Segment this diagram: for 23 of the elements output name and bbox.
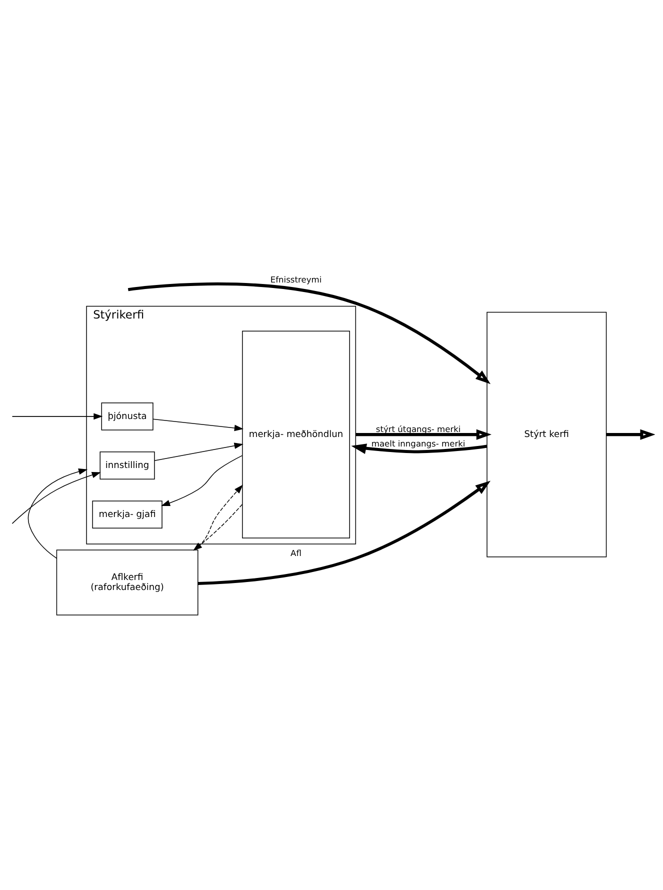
arrow xyxy=(128,282,491,384)
node-box: innstilling xyxy=(100,451,155,479)
edge-label: Efnisstreymi xyxy=(270,274,322,284)
node-box: merkja- gjafi xyxy=(92,500,162,528)
arrow xyxy=(194,484,244,550)
edge-label: maelt inngangs- merki xyxy=(371,438,466,448)
edge-label: stýrt útgangs- merki xyxy=(376,424,461,434)
arrow xyxy=(193,504,243,550)
arrow xyxy=(154,442,244,460)
arrow xyxy=(12,412,103,420)
arrow xyxy=(351,443,488,454)
arrow xyxy=(198,480,491,584)
arrow xyxy=(356,428,492,440)
arrow xyxy=(28,468,88,558)
arrow xyxy=(160,454,243,506)
node-box: Stýrt kerfi xyxy=(486,311,607,557)
node-box: Aflkerfi (raforkufaeðing) xyxy=(56,549,198,615)
arrow xyxy=(12,471,101,524)
arrow xyxy=(152,418,244,431)
node-box: þjónusta xyxy=(101,402,154,430)
node-box: merkja- meðhöndlun xyxy=(242,330,350,538)
edge-label: Afl xyxy=(290,547,302,558)
arrow xyxy=(606,428,655,440)
